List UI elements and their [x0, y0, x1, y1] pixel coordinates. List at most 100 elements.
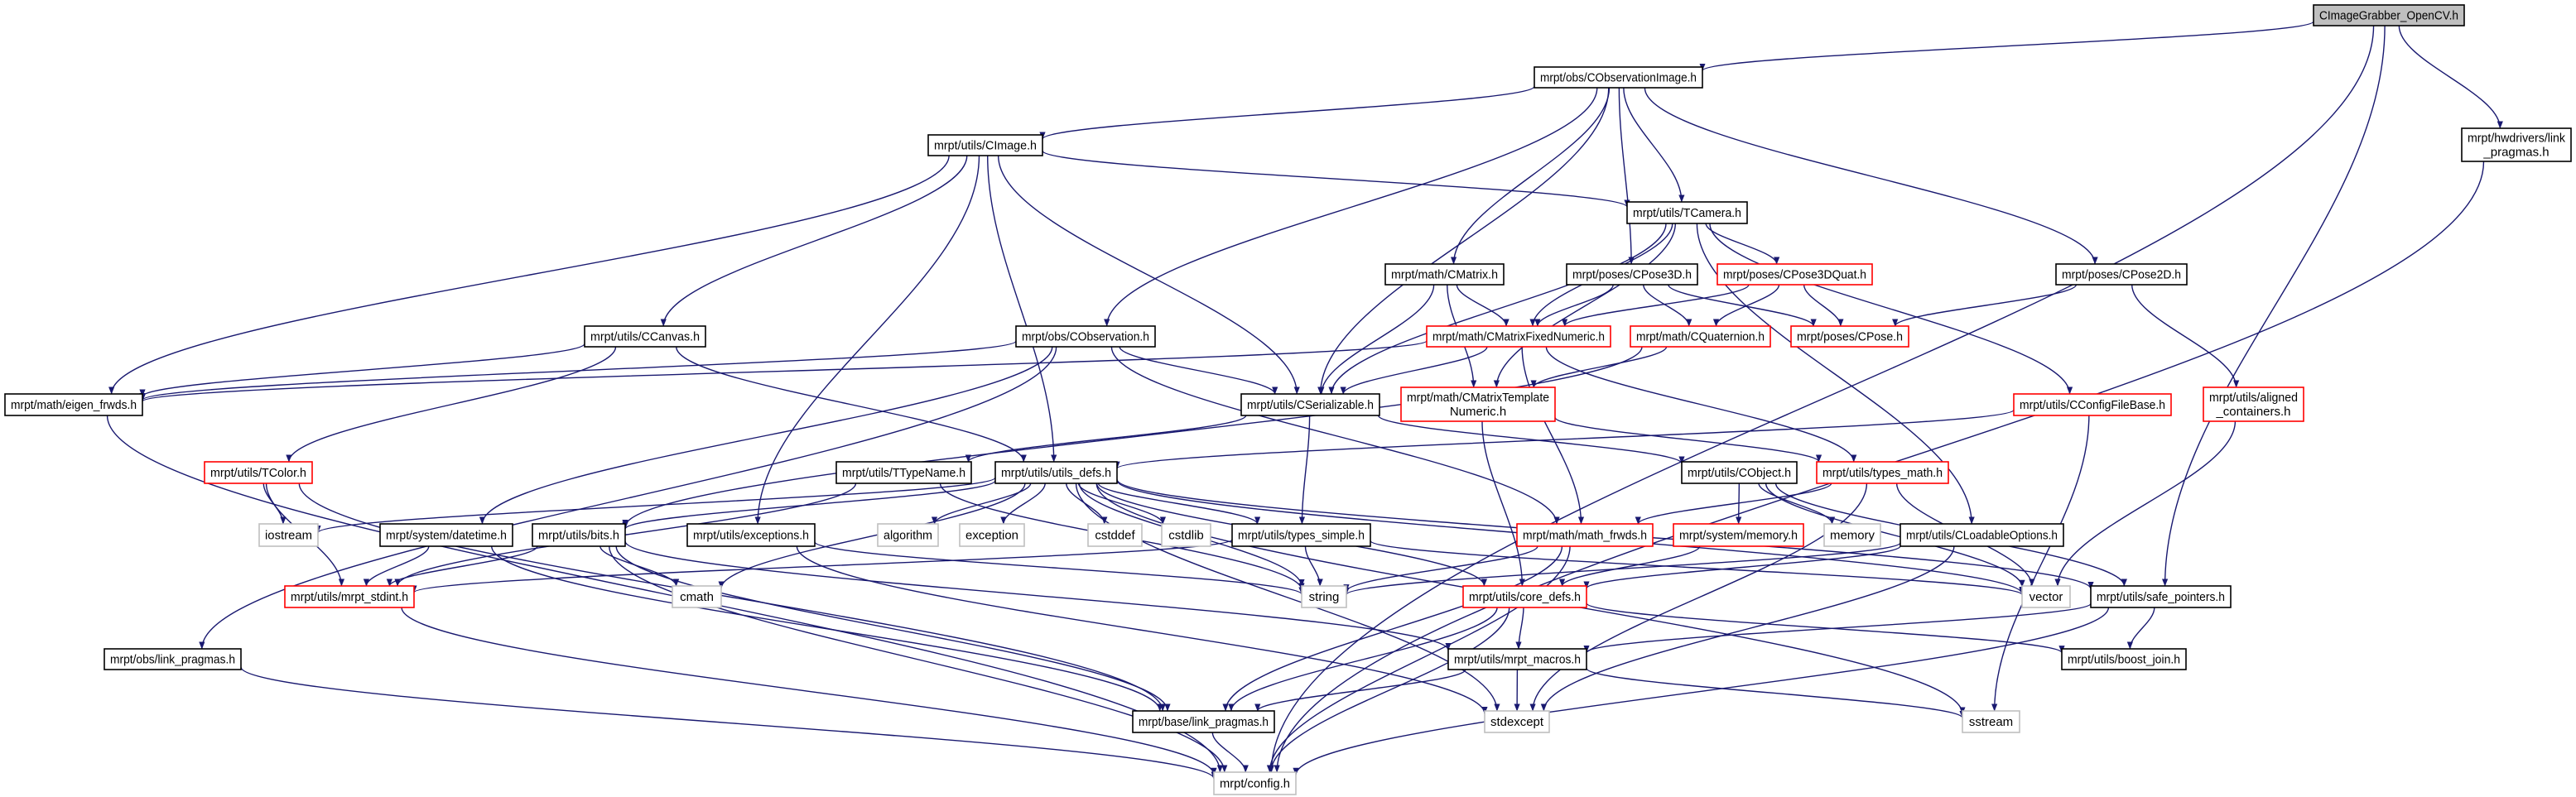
node-cmath[interactable]: cmath — [672, 585, 722, 608]
node-ccanvas[interactable]: mrpt/utils/CCanvas.h — [584, 325, 706, 348]
node-sstream[interactable]: sstream — [1962, 710, 2020, 733]
node-cpose[interactable]: mrpt/poses/CPose.h — [1790, 325, 1909, 348]
include-edge-cloadable-to-stdexcept — [1540, 545, 1955, 712]
node-config[interactable]: mrpt/config.h — [1213, 771, 1297, 795]
include-edge-cmfixed-to-cserial — [1340, 346, 1488, 395]
external-header-box — [1484, 710, 1550, 733]
include-edge-aligned-to-vector — [2054, 420, 2237, 587]
node-coredefs[interactable]: mrpt/utils/core_defs.h — [1462, 585, 1587, 608]
node-obslink[interactable]: mrpt/obs/link_pragmas.h — [104, 648, 242, 670]
node-exceptions[interactable]: mrpt/utils/exceptions.h — [686, 523, 816, 547]
node-algorithm[interactable]: algorithm — [877, 523, 939, 547]
node-iostream[interactable]: iostream — [258, 523, 319, 547]
node-cobservation[interactable]: mrpt/obs/CObservation.h — [1015, 325, 1156, 348]
include-edge-exceptions-to-string — [814, 541, 1305, 595]
node-memory[interactable]: memory — [1823, 523, 1881, 547]
include-edge-ttypename-to-stdint — [394, 483, 857, 587]
header-box — [1231, 523, 1371, 547]
include-edge-tcamera-to-cmtemplate — [1493, 223, 1677, 388]
node-boostjoin[interactable]: mrpt/utils/boost_join.h — [2061, 648, 2187, 670]
node-label: mrpt/math/CMatrixTemplate — [1407, 391, 1549, 405]
node-bits[interactable]: mrpt/utils/bits.h — [532, 523, 626, 547]
external-header-box — [1161, 523, 1211, 547]
include-edge-root-to-safeptr — [2162, 25, 2386, 587]
header-box — [1447, 648, 1587, 670]
node-utilsdefs[interactable]: mrpt/utils/utils_defs.h — [994, 461, 1118, 484]
node-stdexcept[interactable]: stdexcept — [1484, 710, 1550, 733]
external-header-box — [672, 585, 722, 608]
node-label: mrpt/obs/CObservation.h — [1022, 330, 1149, 344]
include-edge-cserial-to-cobject — [1377, 415, 1685, 464]
node-exception[interactable]: exception — [959, 523, 1025, 547]
node-mathfrwds[interactable]: mrpt/math/math_frwds.h — [1516, 523, 1654, 547]
node-typesmath[interactable]: mrpt/utils/types_math.h — [1816, 461, 1949, 484]
node-cquat[interactable]: mrpt/math/CQuaternion.h — [1630, 325, 1771, 348]
node-label: mrpt/utils/bits.h — [538, 529, 619, 543]
node-label: vector — [2030, 590, 2063, 604]
node-root[interactable]: CImageGrabber_OpenCV.h — [2313, 4, 2465, 26]
include-edge-cpose3dquat-to-cquat — [1712, 284, 1780, 327]
include-edge-safeptr-to-config — [1293, 607, 2110, 775]
node-cloadable[interactable]: mrpt/utils/CLoadableOptions.h — [1899, 523, 2064, 547]
include-edge-cimage-to-utilsdefs — [987, 155, 1057, 463]
node-label: cstdlib — [1168, 529, 1204, 543]
node-typessimple[interactable]: mrpt/utils/types_simple.h — [1231, 523, 1371, 547]
header-box — [1717, 263, 1873, 286]
node-label: mrpt/utils/types_simple.h — [1238, 529, 1365, 543]
node-obsimage[interactable]: mrpt/obs/CObservationImage.h — [1534, 66, 1703, 89]
node-macros[interactable]: mrpt/utils/mrpt_macros.h — [1447, 648, 1587, 670]
node-label: mrpt/poses/CPose.h — [1797, 330, 1903, 344]
node-cpose2d[interactable]: mrpt/poses/CPose2D.h — [2055, 263, 2188, 286]
node-cpose3dquat[interactable]: mrpt/poses/CPose3DQuat.h — [1717, 263, 1873, 286]
node-string[interactable]: string — [1301, 585, 1347, 608]
node-label: mrpt/utils/mrpt_macros.h — [1454, 653, 1581, 667]
node-label: string — [1309, 590, 1340, 604]
node-safeptr[interactable]: mrpt/utils/safe_pointers.h — [2090, 585, 2232, 608]
include-edge-cloadable-to-string — [1343, 542, 1901, 596]
node-sysmemory[interactable]: mrpt/system/memory.h — [1673, 523, 1804, 547]
header-box — [4, 393, 143, 416]
node-hwlink[interactable]: mrpt/hwdrivers/link_pragmas.h — [2461, 127, 2572, 162]
node-label: mrpt/utils/safe_pointers.h — [2097, 590, 2225, 604]
node-vector[interactable]: vector — [2021, 585, 2071, 608]
include-edge-ccanvas-to-tcolor — [286, 346, 617, 463]
node-ttypename[interactable]: mrpt/utils/TTypeName.h — [835, 461, 972, 484]
node-label: mrpt/utils/CImage.h — [934, 139, 1037, 153]
node-cmfixed[interactable]: mrpt/math/CMatrixFixedNumeric.h — [1426, 325, 1611, 348]
node-baselink[interactable]: mrpt/base/link_pragmas.h — [1132, 710, 1275, 733]
node-label: mrpt/utils/CSerializable.h — [1247, 398, 1374, 412]
header-box — [1240, 393, 1380, 416]
node-label: exception — [965, 529, 1018, 543]
include-edge-cmatrix-to-cserial — [1318, 284, 1435, 395]
node-stdint[interactable]: mrpt/utils/mrpt_stdint.h — [284, 585, 415, 608]
node-tcamera[interactable]: mrpt/utils/TCamera.h — [1626, 201, 1748, 224]
header-box — [1462, 585, 1587, 608]
include-edge-cserial-to-ttypename — [965, 415, 1247, 463]
include-edge-ccanvas-to-eigenfrwds — [139, 343, 585, 397]
node-cpose3d[interactable]: mrpt/poses/CPose3D.h — [1566, 263, 1698, 286]
node-cimage[interactable]: mrpt/utils/CImage.h — [927, 134, 1043, 156]
node-label: mrpt/poses/CPose3D.h — [1572, 268, 1692, 282]
include-edge-cimage-to-eigenfrwds — [108, 155, 950, 395]
node-label: mrpt/poses/CPose2D.h — [2062, 268, 2181, 282]
node-label: mrpt/hwdrivers/link — [2468, 132, 2565, 146]
node-cmatrix[interactable]: mrpt/math/CMatrix.h — [1384, 263, 1505, 286]
node-tcolor[interactable]: mrpt/utils/TColor.h — [204, 461, 313, 484]
include-edge-cpose3d-to-cquat — [1643, 284, 1692, 327]
include-edge-obsimage-to-cobservation — [1104, 87, 1598, 327]
include-edge-bits-to-macros — [624, 540, 1452, 651]
node-aligned[interactable]: mrpt/utils/aligned_containers.h — [2203, 386, 2304, 422]
include-edge-obsimage-to-cserial — [1317, 87, 1610, 395]
node-eigenfrwds[interactable]: mrpt/math/eigen_frwds.h — [4, 393, 143, 416]
node-cconfig[interactable]: mrpt/utils/CConfigFileBase.h — [2013, 393, 2172, 416]
node-cserial[interactable]: mrpt/utils/CSerializable.h — [1240, 393, 1380, 416]
node-cstddef[interactable]: cstddef — [1087, 523, 1143, 547]
include-edge-coredefs-to-config — [1268, 607, 1510, 773]
node-datetime[interactable]: mrpt/system/datetime.h — [379, 523, 513, 547]
node-cobject[interactable]: mrpt/utils/CObject.h — [1681, 461, 1798, 484]
node-cstdlib[interactable]: cstdlib — [1161, 523, 1211, 547]
external-header-box — [959, 523, 1025, 547]
header-box — [1816, 461, 1949, 484]
